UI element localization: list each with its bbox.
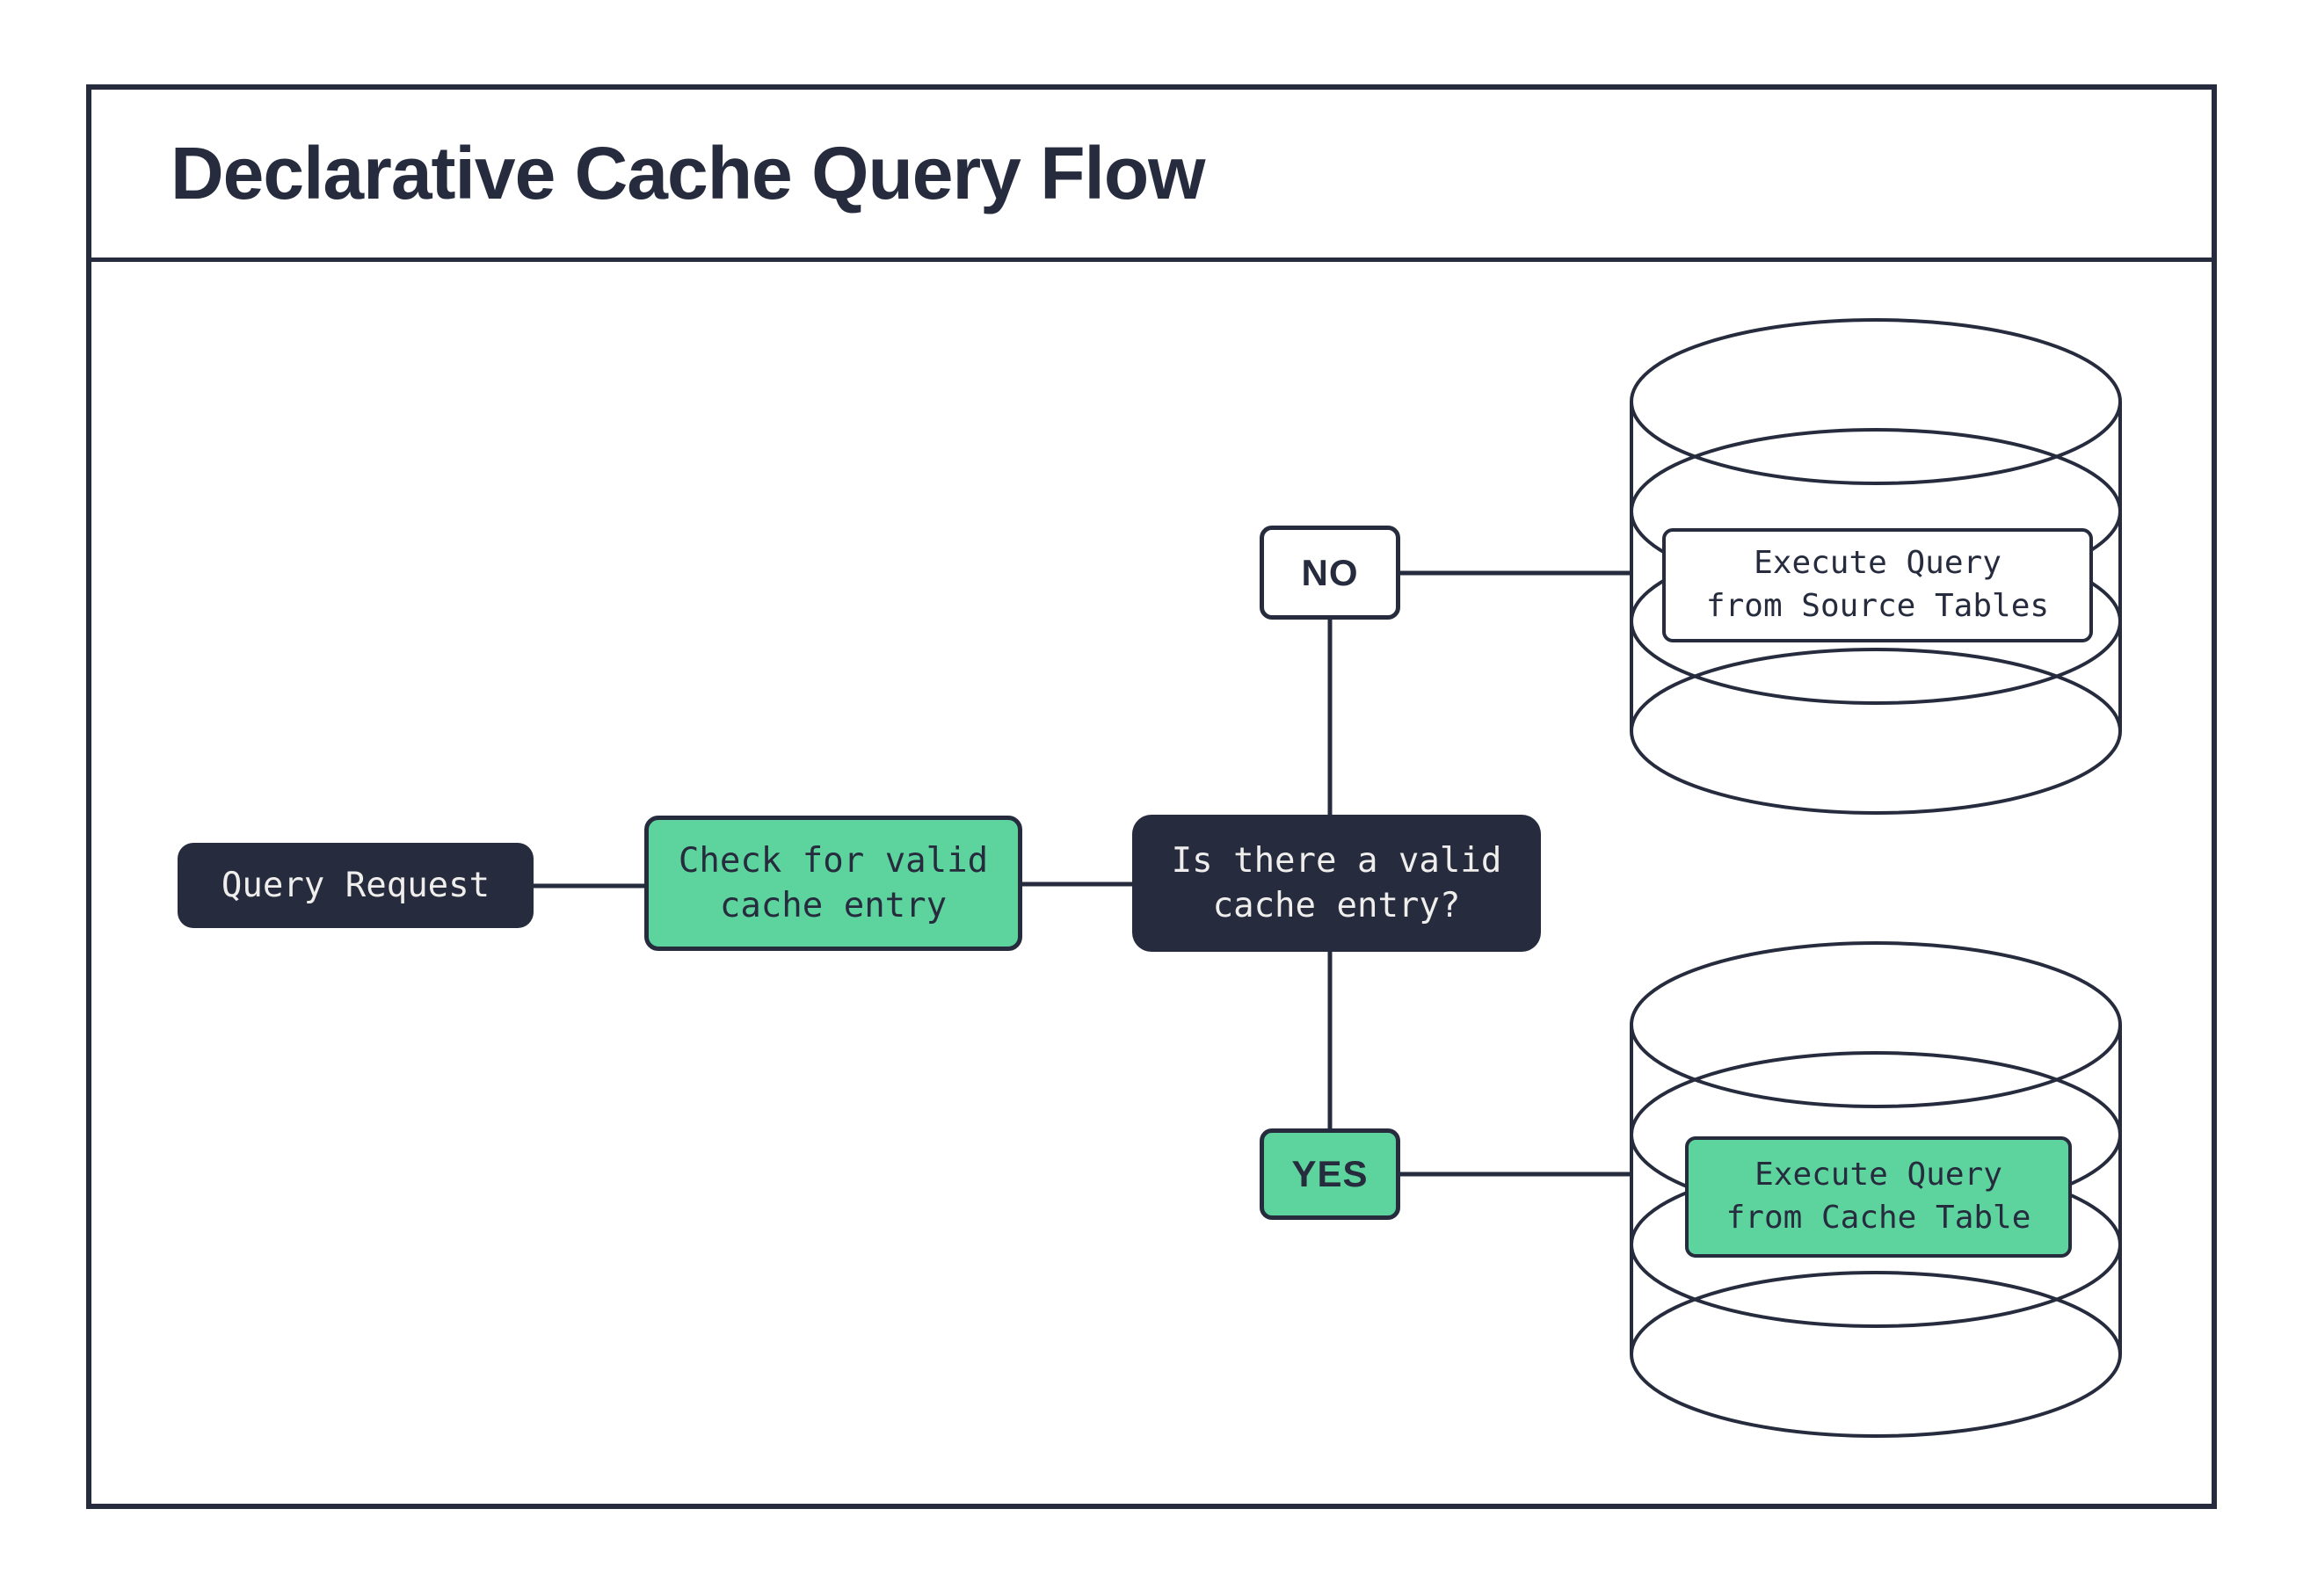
title-band: Declarative Cache Query Flow bbox=[91, 90, 2212, 262]
branch-no-node: NO bbox=[1260, 526, 1400, 620]
decision-node: Is there a valid cache entry? bbox=[1132, 815, 1541, 952]
execute-source-tables-node: Execute Query from Source Tables bbox=[1662, 528, 2093, 642]
outer-frame: Declarative Cache Query Flow bbox=[86, 84, 2217, 1509]
execute-cache-table-node: Execute Query from Cache Table bbox=[1685, 1136, 2072, 1258]
query-request-node: Query Request bbox=[178, 843, 534, 928]
check-cache-node: Check for valid cache entry bbox=[644, 816, 1022, 951]
cache-database-icon bbox=[1630, 941, 2122, 1438]
page-title: Declarative Cache Query Flow bbox=[171, 132, 1206, 214]
branch-yes-node: YES bbox=[1260, 1128, 1400, 1220]
source-database-icon bbox=[1630, 318, 2122, 815]
